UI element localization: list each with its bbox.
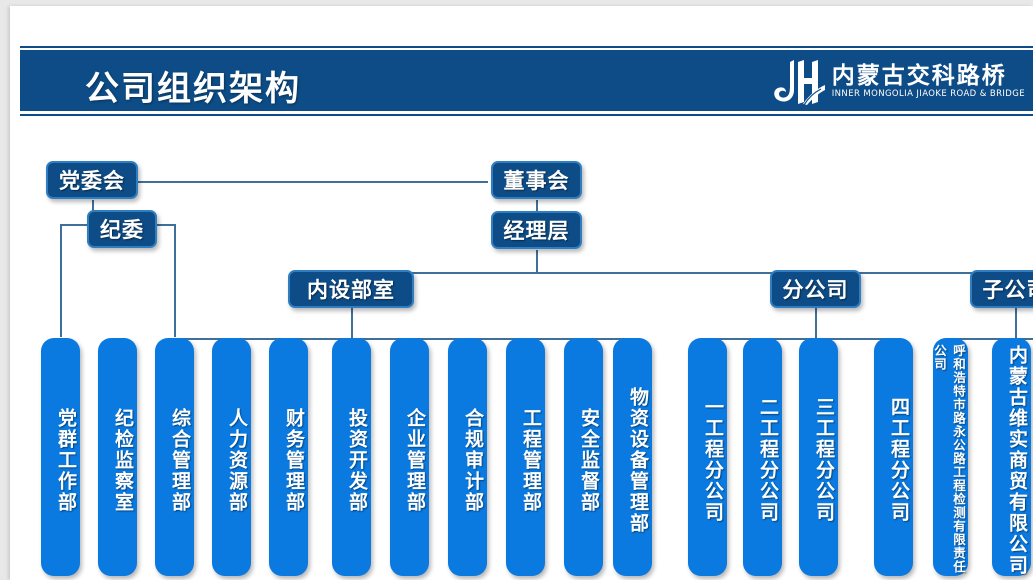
node-neishebushi[interactable]: 内设部室 [288,270,414,308]
leaf-zonghe-guanli-bu[interactable]: 综合管理部 [155,338,194,576]
line-dangwei-dongshi [132,181,488,183]
leaf-renli-ziyuan-bu[interactable]: 人力资源部 [212,338,251,576]
leaf-anquan-jiandu-bu[interactable]: 安全监督部 [564,338,603,576]
node-fengongsi[interactable]: 分公司 [770,270,861,308]
banner-rule-top [20,46,1033,48]
leaf-gongcheng-guanli-bu[interactable]: 工程管理部 [506,338,545,576]
line-fengongsi-split [707,338,895,340]
node-zigongsi[interactable]: 子公司 [970,270,1033,308]
company-logo: 内蒙古交科路桥 INNER MONGOLIA JIAOKE ROAD & BRI… [768,54,1025,110]
leaf-dangqun-gongzuo-bu[interactable]: 党群工作部 [41,338,80,576]
logo-text: 内蒙古交科路桥 INNER MONGOLIA JIAOKE ROAD & BRI… [832,64,1025,99]
leaf-caiwu-guanli-bu[interactable]: 财务管理部 [269,338,308,576]
node-jinglicheng[interactable]: 经理层 [491,211,582,249]
leaf-jijian-jiancha-shi[interactable]: 纪检监察室 [98,338,137,576]
page-title: 公司组织架构 [85,69,301,109]
leaf-qiye-guanli-bu[interactable]: 企业管理部 [390,338,429,576]
leaf-wuzi-shebei-guanli-bu[interactable]: 物资设备管理部 [613,338,652,576]
org-chart: 党委会 纪委 董事会 经理层 内设部室 分公司 子公司 党群工作部 纪检监察室 … [10,122,1033,580]
logo-name-en: INNER MONGOLIA JIAOKE ROAD & BRIDGE [831,89,1025,100]
leaf-branch-1[interactable]: 一工程分公司 [688,338,727,576]
page-card: 公司组织架构 内蒙古交科路桥 INNER MONGOLIA JIAOKE ROA… [10,6,1033,580]
logo-name-cn: 内蒙古交科路桥 [831,63,1007,90]
leaf-branch-2[interactable]: 二工程分公司 [743,338,782,576]
leaf-branch-4[interactable]: 四工程分公司 [874,338,913,576]
line-jingli-down [536,250,538,272]
line-zigongsi-split [951,338,1033,340]
leaf-hegui-shenji-bu[interactable]: 合规审计部 [448,338,487,576]
line-neishe-down [351,308,353,338]
node-jiwei[interactable]: 纪委 [87,210,157,248]
leaf-subsidiary-weishi-trading[interactable]: 内蒙古维实商贸有限公司 [992,338,1031,576]
node-dangweihui[interactable]: 党委会 [46,161,138,199]
header-banner: 公司组织架构 内蒙古交科路桥 INNER MONGOLIA JIAOKE ROA… [10,46,1033,116]
line-drop-jijian [174,224,176,337]
banner-fill: 公司组织架构 内蒙古交科路桥 INNER MONGOLIA JIAOKE ROA… [20,50,1033,111]
line-jingli-split [351,272,1016,274]
leaf-touzi-kaifa-bu[interactable]: 投资开发部 [332,338,371,576]
line-zigongsi-down [1015,308,1017,338]
banner-rule-bottom [20,114,1033,116]
leaf-subsidiary-luyong-testing[interactable]: 呼和浩特市路永公路工程检测有限责任公司 [932,338,968,576]
node-dongshihui[interactable]: 董事会 [491,161,582,199]
line-drop-dangqun [60,224,62,337]
jh-monogram-bridge-icon [774,60,825,106]
leaf-branch-3[interactable]: 三工程分公司 [799,338,838,576]
line-fengongsi-down [815,308,817,338]
